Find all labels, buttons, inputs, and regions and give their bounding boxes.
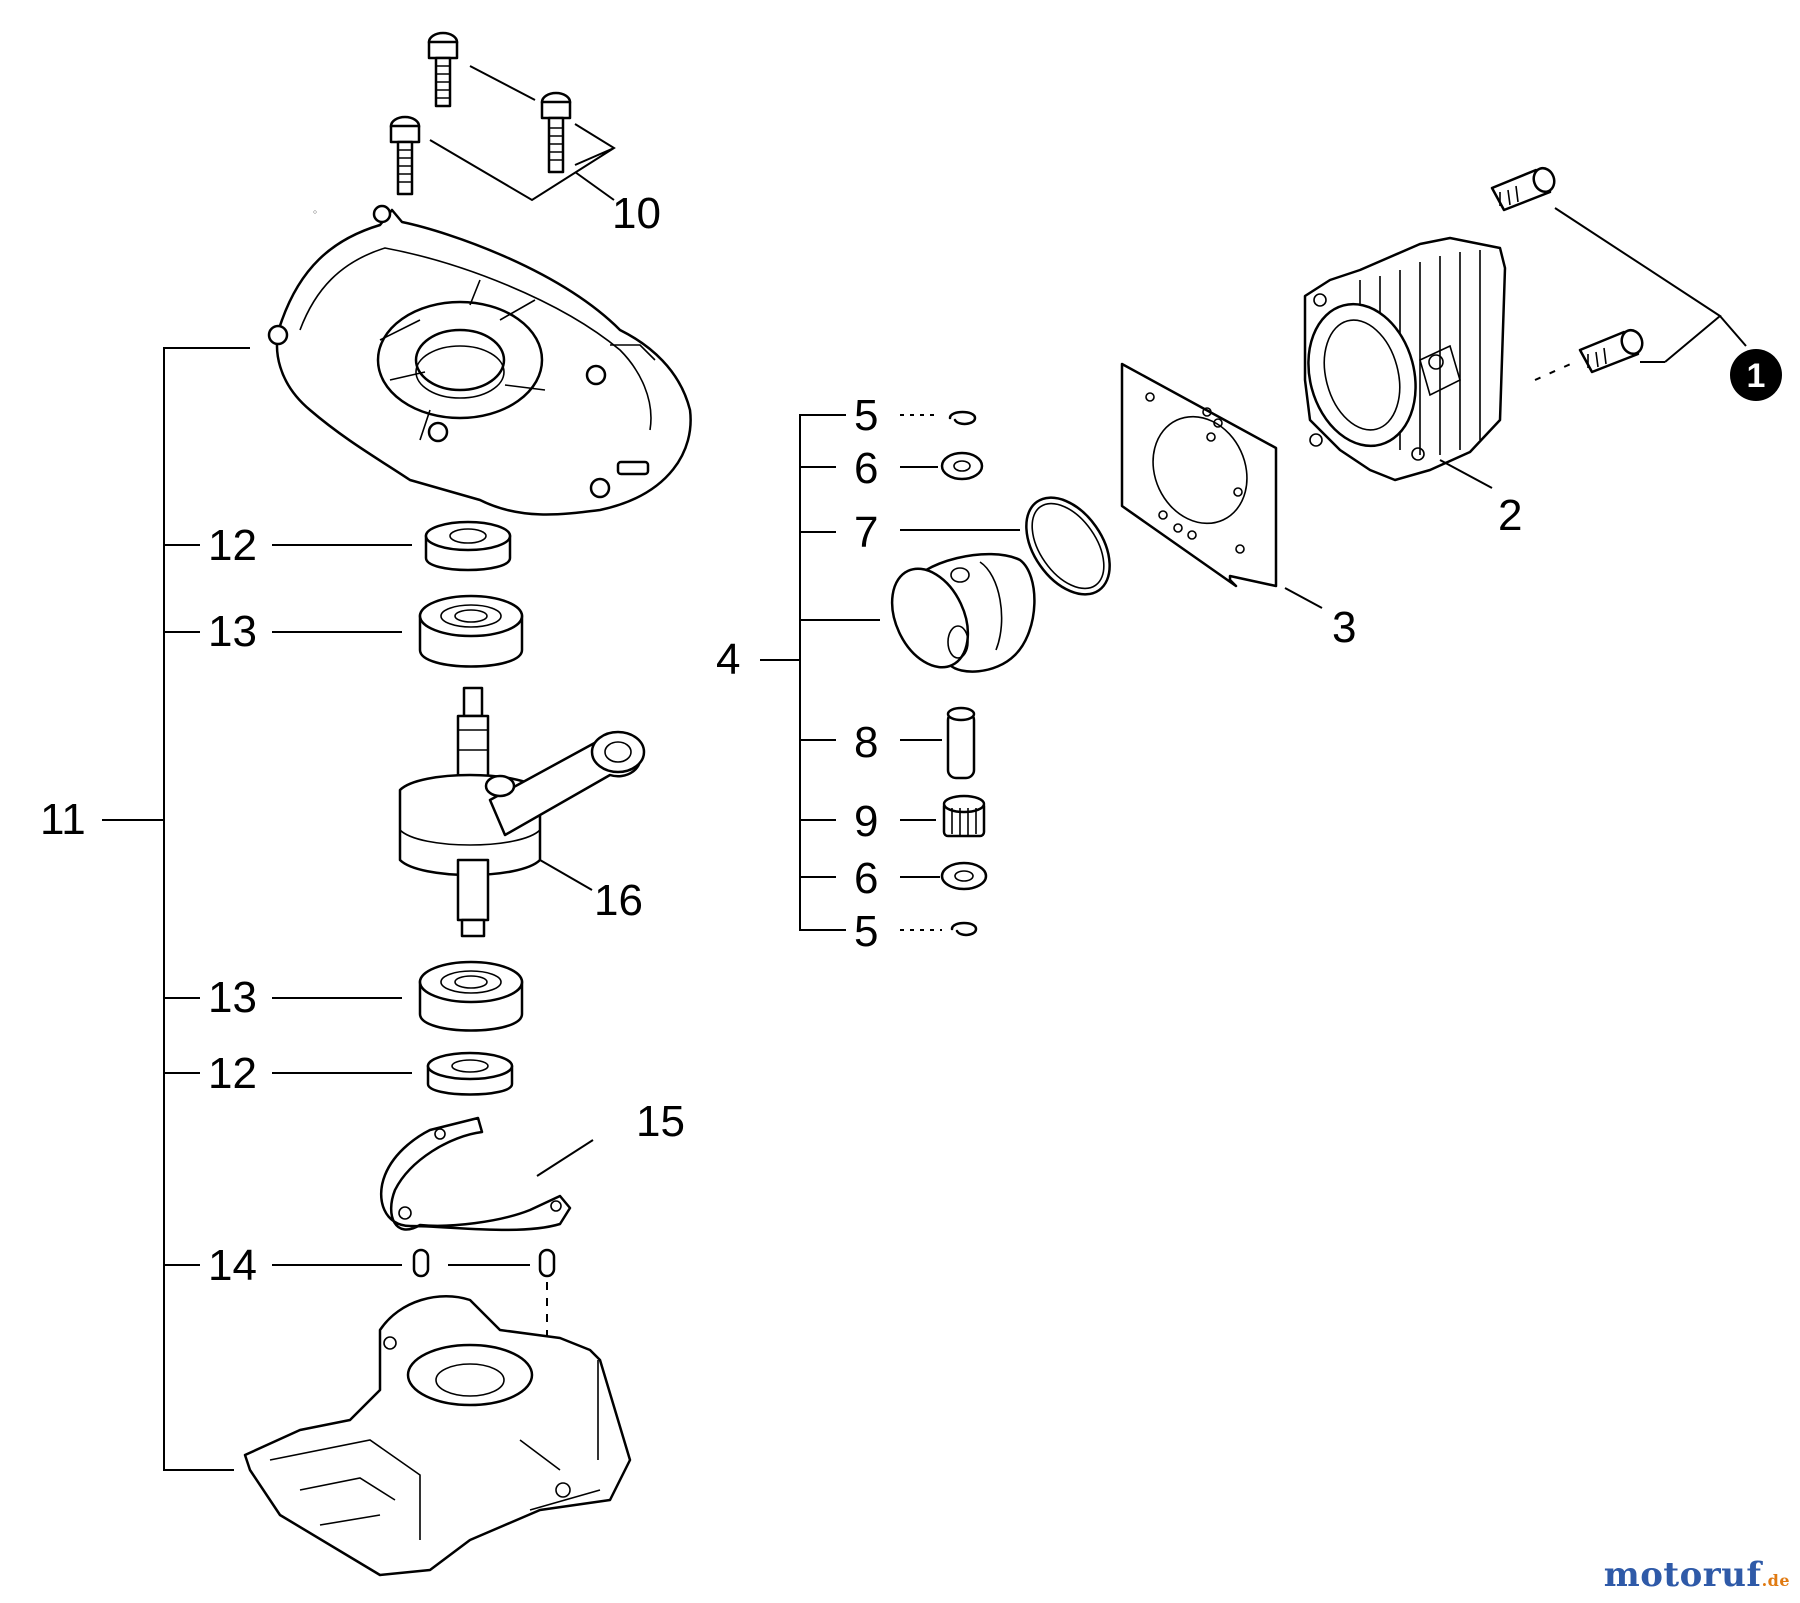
bracket-4	[760, 414, 880, 931]
callout-12-lower: 12	[208, 1049, 257, 1098]
callout-14: 14	[208, 1241, 257, 1290]
callout-13-lower: 13	[208, 973, 257, 1022]
needle-bearing	[942, 794, 986, 838]
bracket-11	[102, 347, 250, 1471]
callout-1-badge: 1	[1730, 349, 1782, 401]
callout-2: 2	[1498, 491, 1522, 540]
callout-7: 7	[854, 508, 878, 557]
bolt-left	[389, 115, 421, 196]
washer-bottom	[940, 861, 988, 891]
callout-6-bottom: 6	[854, 854, 878, 903]
callout-13-upper: 13	[208, 607, 257, 656]
callout-16: 16	[594, 876, 643, 925]
cylinder	[1303, 236, 1507, 482]
circlip-bottom	[950, 921, 978, 937]
lower-crankcase	[243, 1295, 632, 1577]
washer-top	[940, 451, 984, 481]
bearing-upper	[418, 594, 524, 668]
upper-crankcase	[267, 204, 692, 516]
bolt-middle	[540, 91, 572, 174]
cylinder-bolt-lower	[1578, 328, 1644, 374]
dowel-pins	[412, 1248, 556, 1350]
oil-seal-lower	[426, 1051, 514, 1096]
watermark-main: motoruf	[1603, 1555, 1762, 1595]
callout-15: 15	[636, 1097, 685, 1146]
cylinder-bolt-upper	[1490, 166, 1556, 212]
callout-4: 4	[716, 635, 740, 684]
piston-pin	[946, 706, 976, 780]
callout-11: 11	[40, 795, 86, 844]
watermark-suffix: .de	[1761, 1571, 1790, 1590]
callout-9: 9	[854, 797, 878, 846]
callout-3: 3	[1332, 603, 1356, 652]
callout-5-top: 5	[854, 391, 878, 440]
bolt-set-10	[389, 31, 616, 202]
piston	[890, 552, 1036, 673]
circlip-top	[948, 410, 977, 426]
bolt-top	[427, 31, 459, 108]
callout-6-top: 6	[854, 444, 878, 493]
gasket-cylinder	[1120, 362, 1278, 588]
watermark-logo: motoruf.de	[1604, 1555, 1790, 1595]
callout-5-bottom: 5	[854, 907, 878, 956]
piston-ring	[1025, 496, 1111, 596]
cylinder-bolts	[1490, 166, 1747, 381]
crankcase-gasket	[379, 1116, 572, 1232]
callout-12-upper: 12	[208, 521, 257, 570]
callout-10: 10	[612, 189, 661, 238]
bearing-lower	[418, 960, 524, 1032]
crankshaft	[398, 686, 646, 938]
oil-seal-upper	[424, 520, 512, 572]
callout-8: 8	[854, 718, 878, 767]
callout-1: 1	[1747, 357, 1766, 395]
